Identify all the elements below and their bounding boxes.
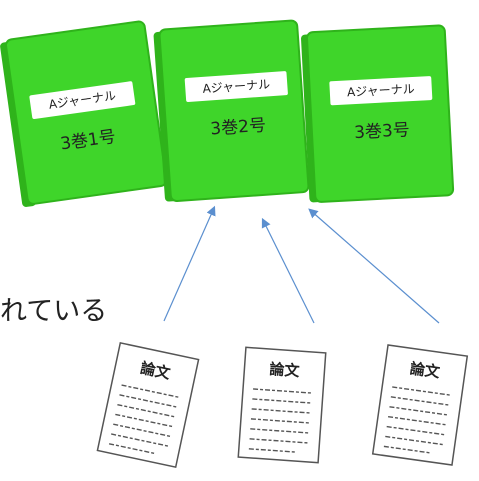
caption-text: れている	[0, 296, 108, 327]
paper-document-1: 論文	[96, 341, 200, 469]
paper-document-2: 論文	[237, 346, 327, 464]
journal-issue: 3巻3号	[354, 120, 411, 143]
journal-cover	[158, 19, 310, 202]
arrow-paper2-to-journal2	[261, 217, 315, 324]
journal-cover	[5, 20, 168, 205]
journal-cover	[305, 24, 455, 203]
paper-heading: 論文	[409, 359, 442, 381]
arrow-paper1-to-journal2	[163, 205, 216, 322]
paper-sheet	[96, 341, 200, 469]
journal-book-3: Aジャーナル 3巻3号	[301, 24, 455, 203]
journal-title-label	[329, 76, 433, 106]
journal-book-1: Aジャーナル 3巻1号	[0, 20, 168, 207]
journal-book-2: Aジャーナル 3巻2号	[153, 19, 310, 202]
paper-document-3: 論文	[371, 344, 469, 466]
paper-text-lines	[108, 384, 181, 455]
journal-title: Aジャーナル	[347, 82, 415, 100]
journal-issue: 3巻2号	[210, 116, 267, 140]
journal-title-label	[29, 81, 136, 119]
journal-title: Aジャーナル	[202, 77, 270, 96]
paper-sheet	[237, 346, 327, 464]
journal-title-label	[184, 71, 288, 102]
arrow-paper3-to-journal3	[308, 208, 440, 324]
paper-heading: 論文	[269, 360, 301, 380]
